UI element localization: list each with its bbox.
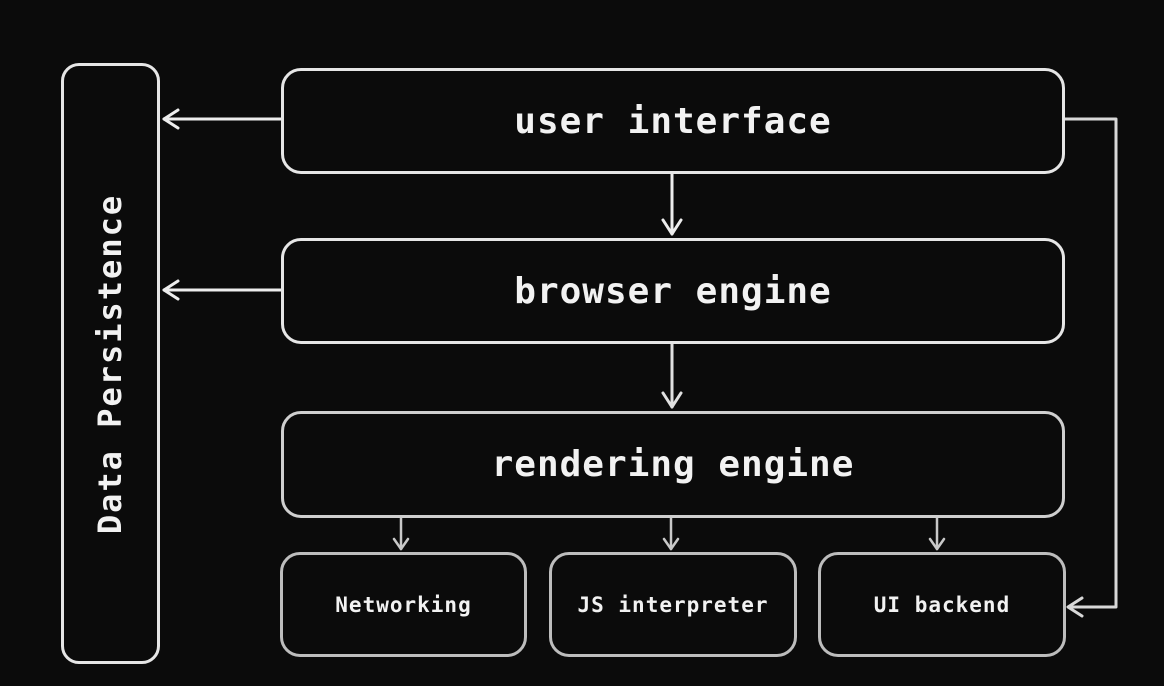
- arrow-browser-to-rendering: [661, 342, 683, 409]
- js-interpreter-box: JS interpreter: [549, 552, 797, 657]
- arrow-ui-to-browser: [661, 172, 683, 236]
- data-persistence-box: Data Persistence: [61, 63, 160, 664]
- ui-backend-box: UI backend: [818, 552, 1066, 657]
- user-interface-box: user interface: [281, 68, 1065, 174]
- arrow-rendering-to-networking: [392, 516, 410, 551]
- rendering-engine-box: rendering engine: [281, 411, 1065, 518]
- networking-box: Networking: [280, 552, 527, 657]
- networking-label: Networking: [335, 592, 472, 617]
- ui-backend-label: UI backend: [873, 592, 1011, 617]
- arrow-rendering-to-uibackend: [928, 516, 946, 551]
- browser-engine-label: browser engine: [514, 270, 832, 312]
- browser-engine-box: browser engine: [281, 238, 1065, 344]
- rendering-engine-label: rendering engine: [491, 444, 855, 485]
- js-interpreter-label: JS interpreter: [577, 592, 769, 617]
- arrow-rendering-to-js: [662, 516, 680, 551]
- arrow-browser-to-persistence: [162, 279, 283, 301]
- data-persistence-label: Data Persistence: [91, 193, 130, 534]
- arrow-ui-to-persistence: [162, 108, 283, 130]
- user-interface-label: user interface: [514, 100, 832, 142]
- arrow-ui-to-uibackend: [1063, 117, 1118, 618]
